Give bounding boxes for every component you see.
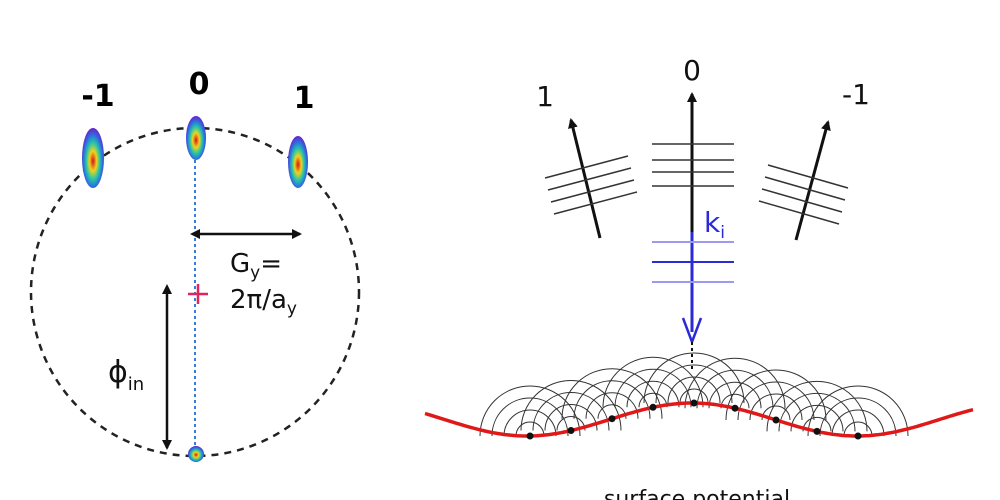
scattering-point (649, 403, 657, 411)
wavelet-arc (544, 404, 598, 431)
beam-arrow-left (568, 118, 602, 239)
wavelet-arc (749, 393, 803, 421)
wavelet-arc (643, 352, 745, 404)
wavefronts-right (758, 164, 849, 225)
beam-label-right: -1 (842, 78, 870, 111)
beam-label-center: 0 (683, 54, 701, 87)
wavelet-arc (520, 380, 622, 431)
surface-potential-curve (424, 401, 974, 438)
wavelet-arc (515, 421, 545, 437)
scattering-point (854, 432, 862, 440)
scattering-point (772, 416, 780, 424)
wavelet-arc (708, 381, 762, 409)
wavelet-arc (556, 416, 586, 431)
wavelet-arc (602, 356, 704, 408)
wavelet-arc (626, 380, 680, 408)
beam-arrow-right (794, 120, 831, 241)
order-label-minus-one: -1 (81, 79, 114, 114)
center-cross-icon (188, 284, 208, 304)
scattering-points (526, 399, 862, 440)
wavelet-arc (667, 376, 721, 404)
wavelet-arc (831, 409, 885, 437)
incident-beam (652, 232, 734, 370)
wavelet-arc (638, 392, 668, 408)
scattering-point (690, 399, 698, 407)
scattering-wavelets (479, 352, 909, 437)
wavelet-arc (696, 369, 774, 409)
wavefronts-center (652, 143, 734, 187)
g-formula: 2π/ay (230, 285, 297, 319)
surface-potential-caption: surface potential (604, 487, 790, 500)
k-label: ki (704, 206, 725, 243)
wavelet-arc (819, 397, 897, 437)
spot-incident (188, 446, 204, 462)
wavelet-arc (655, 364, 733, 404)
wavelet-arc (778, 392, 856, 432)
spot-order-zero (186, 116, 206, 160)
scattering-point (526, 432, 534, 440)
order-label-zero: 0 (189, 67, 210, 102)
wavelet-arc (766, 380, 868, 432)
wavelet-arc (737, 381, 815, 421)
wavelet-arc (679, 388, 709, 404)
wavelet-arc (843, 421, 873, 437)
order-label-plus-one: 1 (294, 81, 315, 116)
scattering-point (608, 415, 616, 423)
scattering-point (731, 404, 739, 412)
spot-order-minus-one (82, 128, 104, 188)
wavelet-arc (573, 380, 651, 419)
wavelet-arc (585, 392, 639, 419)
wavelet-arc (790, 404, 844, 432)
wavelet-arc (532, 392, 610, 431)
wavelet-arc (684, 357, 786, 409)
left-panel: -1 0 1 Gy= 2π/ay ϕin (29, 67, 361, 462)
wavelet-arc (503, 409, 557, 437)
right-panel: 1 0 -1 (424, 54, 974, 500)
wavelet-arc (807, 385, 909, 437)
wavelet-arc (479, 385, 581, 437)
phi-in-label: ϕin (108, 355, 144, 395)
wavelet-arc (725, 369, 827, 421)
wavelet-arc (720, 393, 750, 409)
wavelet-arc (561, 368, 663, 419)
scattering-point (813, 427, 821, 435)
wavelet-arc (491, 397, 569, 437)
wavelet-arc (802, 416, 832, 432)
spot-order-plus-one (288, 136, 308, 188)
scattering-point (567, 427, 575, 434)
beam-label-left: 1 (536, 80, 554, 113)
g-label: Gy= (230, 249, 282, 283)
wavefronts-left (544, 155, 638, 215)
